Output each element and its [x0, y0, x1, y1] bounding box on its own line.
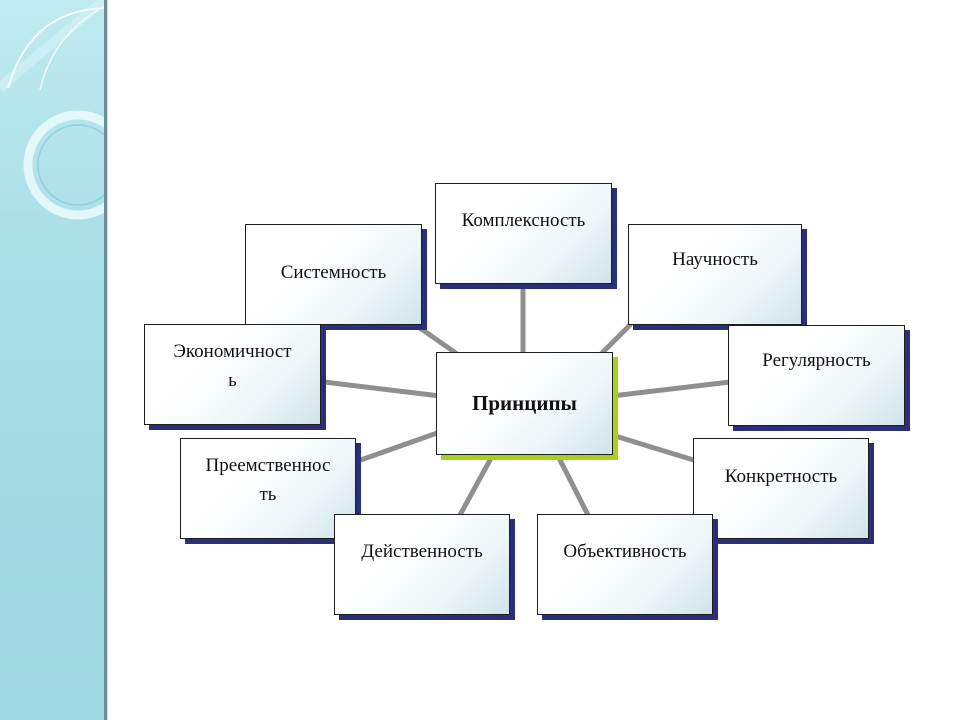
- connector-deistvennost: [457, 457, 493, 518]
- connector-ekonomichnost: [321, 379, 443, 399]
- node-deistvennost: Действенность: [334, 514, 510, 615]
- node-label: Преемственнос ть: [206, 451, 331, 509]
- node-label: Регулярность: [762, 350, 871, 371]
- node-label: Системность: [280, 262, 387, 283]
- node-label-line-2: ь: [228, 370, 237, 391]
- side-divider: [104, 0, 107, 720]
- connector-konkretnost: [609, 432, 703, 465]
- node-regulyarnost: Регулярность: [728, 325, 905, 426]
- node-label: Комплексность: [461, 210, 586, 231]
- node-label: Действенность: [361, 541, 483, 562]
- swirl-decoration: [0, 0, 104, 220]
- node-ekonomichnost: Экономичност ь: [144, 324, 321, 425]
- connector-obektivnost: [557, 457, 591, 518]
- connector-nauchnost: [597, 322, 633, 358]
- node-label: Экономичност ь: [173, 337, 291, 395]
- node-kompleksnost: Комплексность: [435, 183, 612, 284]
- node-obektivnost: Объективность: [537, 514, 713, 615]
- node-sistemnost: Системность: [245, 224, 422, 325]
- connector-sistemnost: [417, 325, 463, 359]
- connector-preemstvennost: [352, 429, 443, 465]
- node-label-line-1: Экономичност: [173, 341, 292, 362]
- node-label: Объективность: [563, 541, 687, 562]
- node-center-principles: Принципы: [436, 352, 613, 455]
- node-label: Конкретность: [724, 466, 838, 487]
- side-decor-band: [0, 0, 104, 720]
- node-label-line-1: Преемственнос: [205, 455, 331, 476]
- node-konkretnost: Конкретность: [693, 438, 869, 539]
- node-label: Научность: [672, 249, 758, 270]
- node-preemstvennost: Преемственнос ть: [180, 438, 356, 539]
- connector-regulyarnost: [609, 379, 733, 399]
- center-label: Принципы: [472, 391, 577, 415]
- node-nauchnost: Научность: [628, 224, 802, 325]
- side-divider-highlight: [107, 0, 108, 720]
- node-label-line-2: ть: [259, 484, 277, 505]
